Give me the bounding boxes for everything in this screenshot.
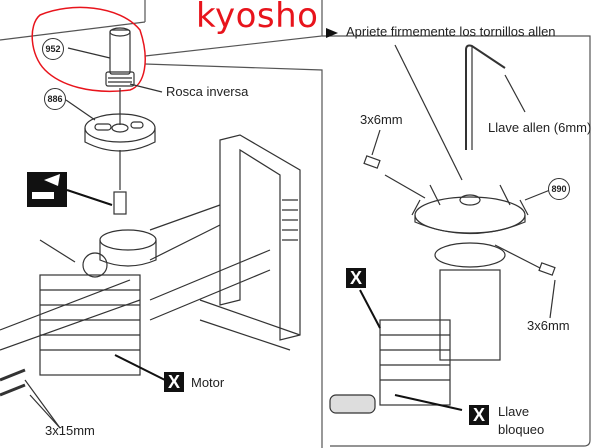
lock-key-label-line1: Llave: [498, 404, 530, 419]
engine-left: [39, 229, 157, 376]
remove-badge-lock-key: X: [469, 405, 489, 425]
remove-badge-motor: X: [164, 372, 184, 392]
lock-key-label-line2: bloqueo: [498, 422, 545, 437]
allen-key: [465, 44, 506, 150]
screw-bottom-label: 3x6mm: [527, 318, 570, 333]
part-number-886: 886: [44, 88, 66, 110]
part-number-952: 952: [42, 38, 64, 60]
allen-key-label: Llave allen (6mm): [488, 120, 592, 135]
threadlock-icon: [27, 172, 113, 207]
arrow-right-icon: [326, 28, 338, 38]
highlight-circle: [31, 6, 146, 93]
cooling-fan: [411, 184, 529, 235]
motor-label: Motor: [191, 375, 225, 390]
part-number-890: 890: [548, 178, 570, 200]
detail-panel-border: [322, 35, 591, 447]
screw-bottom: [538, 262, 556, 276]
instruction-text: Apriete firmemente los tornillos allen: [346, 24, 556, 39]
engine-right: [329, 269, 501, 414]
reverse-thread-label: Rosca inversa: [166, 84, 249, 99]
remove-badge-engine: X: [346, 268, 366, 288]
long-screws-label: 3x15mm: [45, 423, 95, 438]
engine-mount: [199, 134, 301, 351]
long-screw: [0, 368, 26, 397]
screw-top-label: 3x6mm: [360, 112, 403, 127]
upper-shaft: [105, 27, 135, 87]
callout-frame: [0, 0, 146, 41]
brand-logo: kyosho: [196, 0, 319, 36]
screw-top: [363, 155, 381, 169]
